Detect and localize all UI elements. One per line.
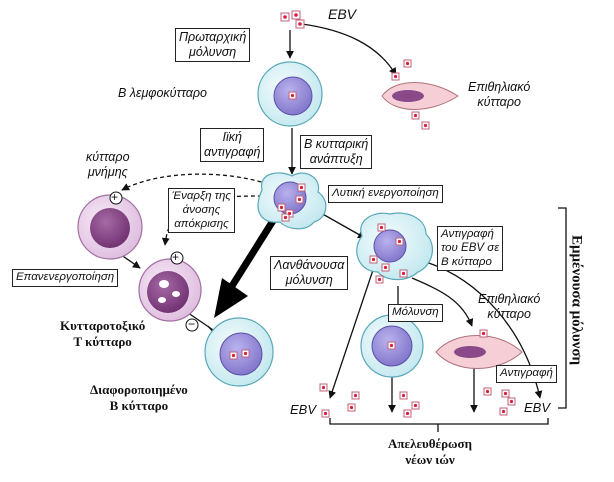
arrow-to-epithelial-right: [411, 277, 474, 327]
label-reactivation: Επανενεργοποίηση: [12, 269, 119, 287]
label-infection: Μόλυνση: [388, 304, 443, 322]
label-ebv-right: EBV: [524, 400, 551, 415]
plus-sign-tcell: +: [172, 250, 180, 264]
epithelial-cell-right: [435, 335, 523, 369]
b-lymphocyte-cell: [257, 61, 323, 127]
minus-circle: [185, 318, 199, 332]
label-ebv-left: EBV: [290, 402, 317, 417]
release-bracket: [329, 418, 549, 425]
label-persistent-infection: Εμμένουσα μόλυνση: [568, 234, 585, 366]
latent-arrow: [214, 214, 279, 318]
arrow-to-memory: [121, 173, 269, 191]
arrow-ebv-left: [328, 269, 374, 399]
virion-dots: [231, 13, 514, 416]
b-cell-lytic: [356, 212, 434, 281]
plus-circle-memory: [109, 191, 123, 205]
label-replication: Αντιγραφή: [496, 365, 557, 383]
label-b-lymphocyte: Β λεμφοκύτταρο: [118, 86, 207, 100]
sign-circles: [109, 191, 199, 332]
cytotoxic-t-cell: [138, 258, 202, 322]
label-ebv-top: EBV: [328, 6, 357, 22]
minus-sign: −: [188, 317, 196, 331]
epithelial-cell-top: [381, 82, 459, 110]
differentiated-b-cell: [204, 317, 274, 387]
plus-sign-memory: +: [111, 190, 119, 204]
plus-circle-tcell: [170, 251, 184, 265]
memory-cell: [77, 194, 143, 260]
arrow-ebv-to-epithelial: [301, 23, 397, 76]
label-lytic-activation: Λυτική ενεργοποίηση: [328, 185, 443, 203]
b-cell-developing: [257, 172, 327, 230]
persistent-bracket: [558, 207, 567, 409]
